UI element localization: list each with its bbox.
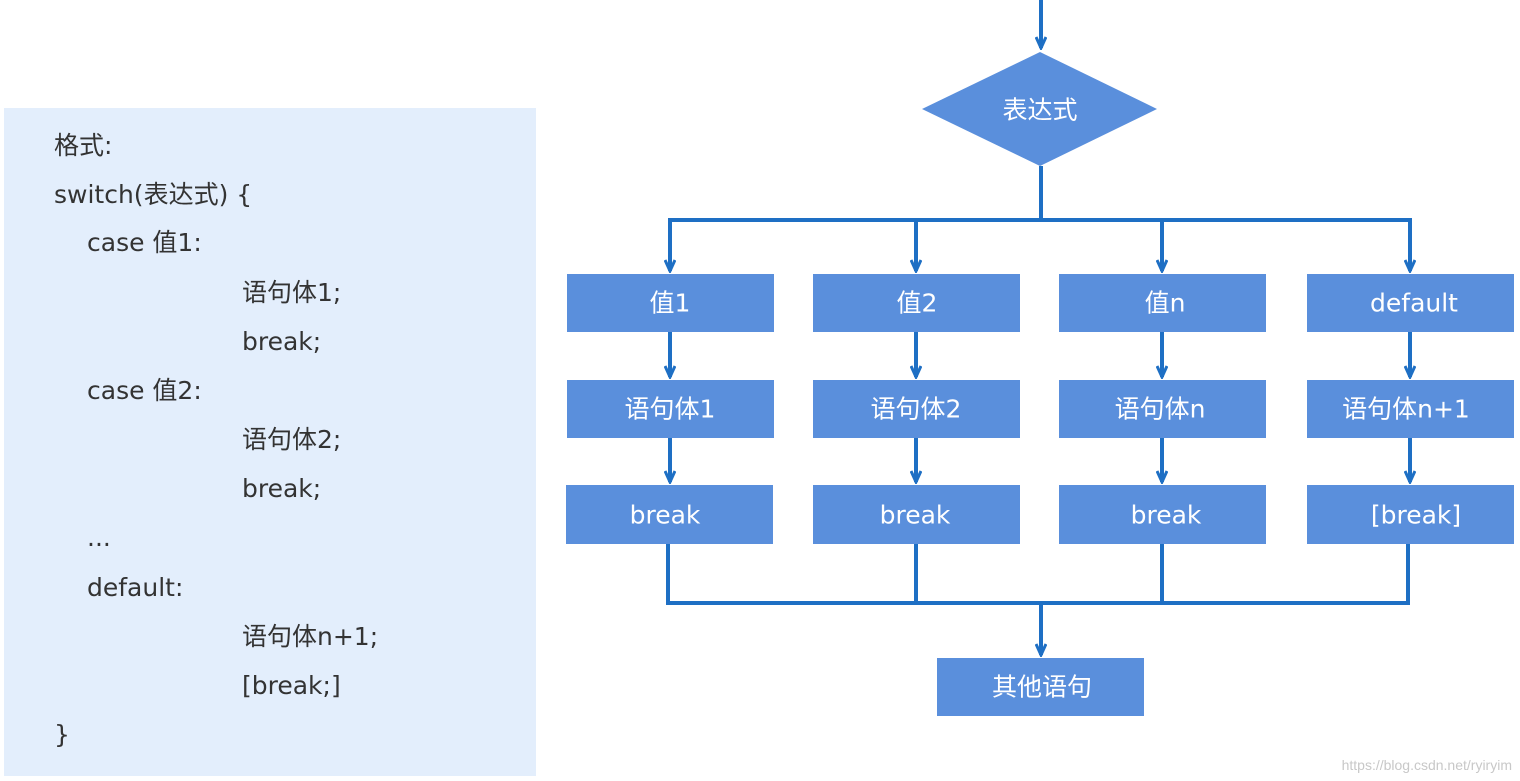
branch-1-body-label: 语句体1 xyxy=(625,395,716,424)
branch-4-body-label: 语句体n+1 xyxy=(1342,395,1470,424)
code-line-body-default: 语句体n+1; xyxy=(242,622,379,651)
branch-4-body-box xyxy=(1307,380,1514,438)
branch-3-body-box xyxy=(1059,380,1266,438)
branch-3-value-box xyxy=(1059,274,1266,332)
branch-2-body-box xyxy=(813,380,1020,438)
branch-4-value-box xyxy=(1307,274,1514,332)
branch-2-value-box xyxy=(813,274,1020,332)
code-line-body-2: 语句体2; xyxy=(242,425,342,454)
watermark: https://blog.csdn.net/ryiryim xyxy=(1341,757,1512,773)
end-label: 其他语句 xyxy=(992,673,1092,702)
code-line-case-1: case 值1: xyxy=(87,228,202,257)
branch-1-break-box xyxy=(566,485,773,544)
code-panel: 格式: switch(表达式) { case 值1: 语句体1; break; … xyxy=(4,108,536,776)
expression-label: 表达式 xyxy=(1002,96,1077,125)
branch-3-break-label: break xyxy=(1131,501,1202,530)
branch-3-body-label: 语句体n xyxy=(1115,395,1206,424)
branch-3-break-box xyxy=(1059,485,1266,544)
code-line-break-1: break; xyxy=(242,327,322,356)
code-line-format-label: 格式: xyxy=(54,131,113,160)
code-line-break-2: break; xyxy=(242,474,322,503)
code-line-case-2: case 值2: xyxy=(87,376,202,405)
branch-2-body-label: 语句体2 xyxy=(871,395,962,424)
branch-4-break-box xyxy=(1307,485,1514,544)
branch-2-value-label: 值2 xyxy=(897,289,938,318)
branch-1-value-box xyxy=(567,274,774,332)
code-line-optional-break: [break;] xyxy=(242,671,341,700)
branch-2-break-label: break xyxy=(880,501,951,530)
code-line-default: default: xyxy=(87,573,184,602)
end-box xyxy=(937,658,1144,716)
expression-diamond xyxy=(922,52,1157,166)
branch-4-break-label: [break] xyxy=(1371,501,1461,530)
code-line-body-1: 语句体1; xyxy=(242,278,342,307)
code-line-closing-brace: } xyxy=(54,720,70,749)
branch-1-body-box xyxy=(567,380,774,438)
code-line-switch: switch(表达式) { xyxy=(54,180,253,209)
code-line-ellipsis: ... xyxy=(87,523,111,552)
branch-3-value-label: 值n xyxy=(1145,289,1186,318)
branch-1-value-label: 值1 xyxy=(650,289,691,318)
branch-1-break-label: break xyxy=(630,501,701,530)
branch-4-value-label: default xyxy=(1370,289,1458,318)
branch-2-break-box xyxy=(813,485,1020,544)
